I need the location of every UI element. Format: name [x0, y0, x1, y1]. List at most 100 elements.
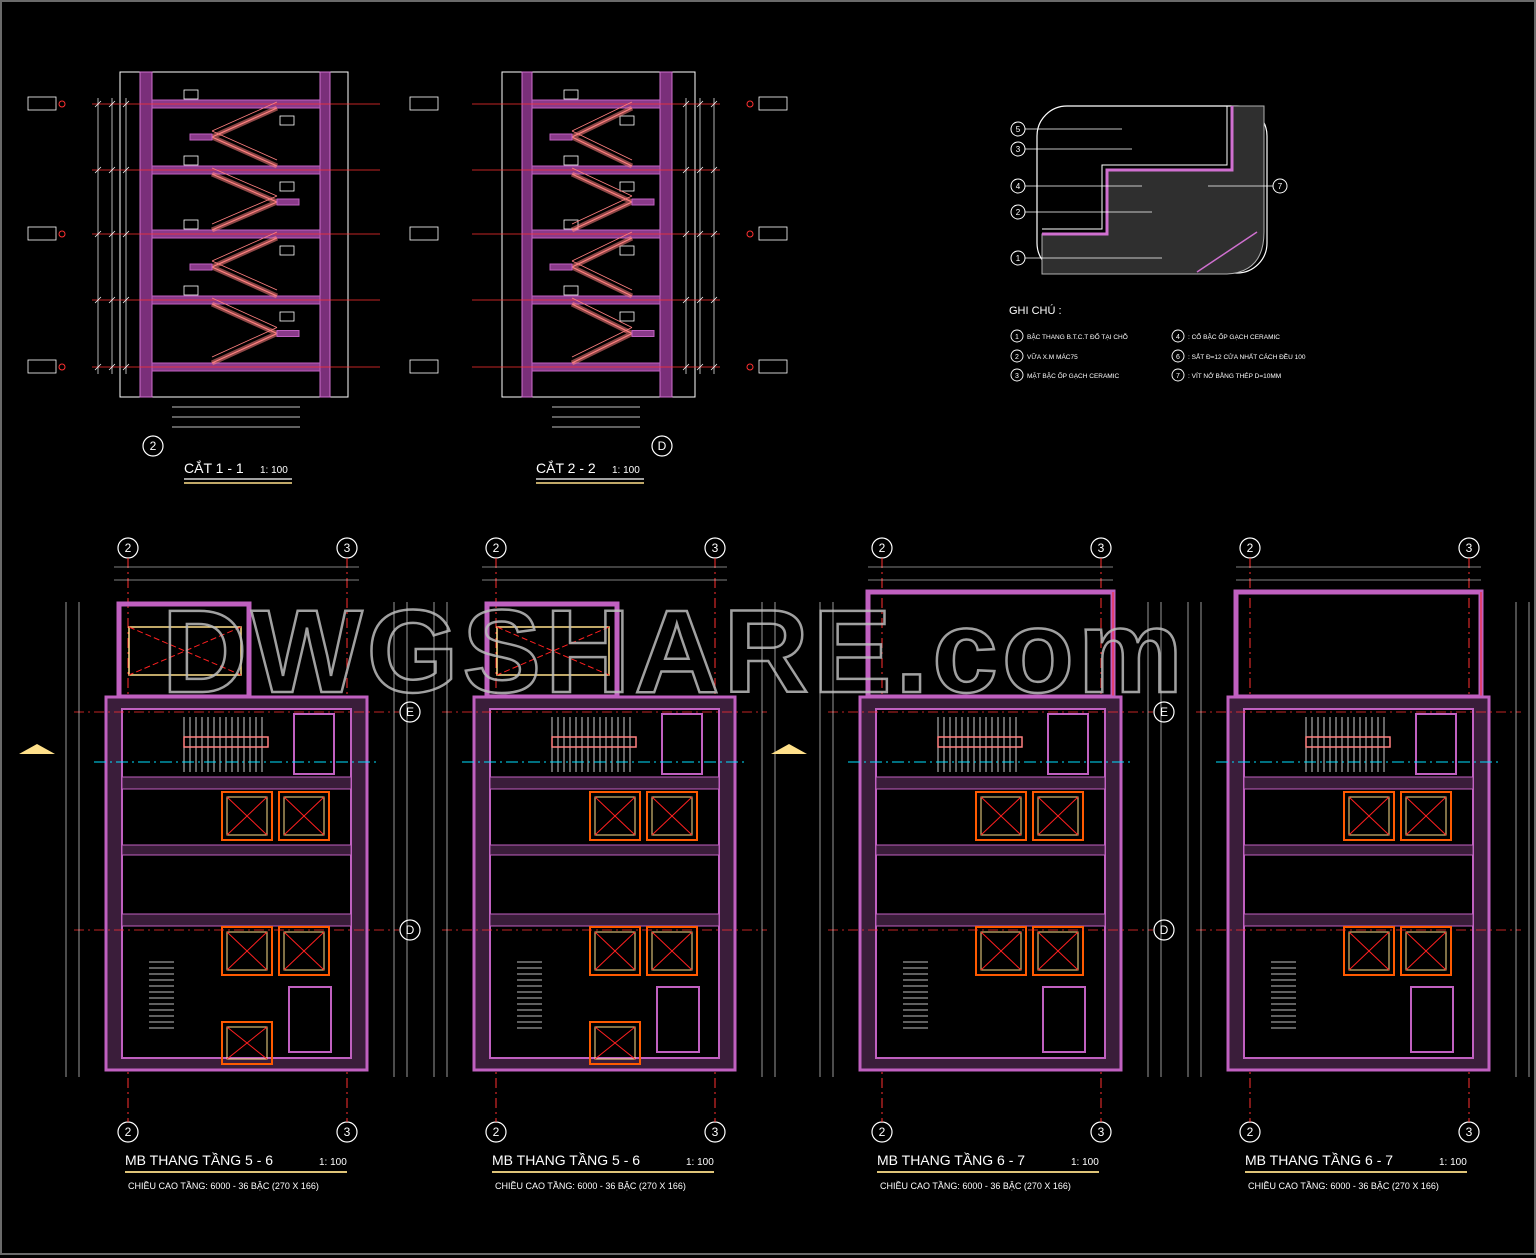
water-tank [496, 626, 610, 676]
stair-rail [551, 736, 637, 748]
handrail [571, 297, 633, 328]
dimension-tick [710, 166, 718, 174]
small-room [661, 713, 703, 775]
core-inner [489, 708, 720, 1059]
small-room [1410, 986, 1454, 1053]
level-tag [758, 226, 788, 241]
handrail [211, 195, 278, 225]
level-marker [563, 155, 579, 166]
level-tag [27, 226, 57, 241]
elevator-cross [1405, 931, 1447, 971]
elevator-shaft [278, 926, 330, 976]
dimension-tick [94, 363, 102, 371]
grid-label: 2 [879, 1125, 886, 1139]
handrail [571, 260, 633, 291]
elevator-cross [1037, 796, 1079, 836]
plan-1-subtitle: CHIỀU CAO TẦNG: 6000 - 36 BẬC (270 X 166… [128, 1181, 319, 1191]
note-bubble [1171, 329, 1185, 343]
elevator-car [1405, 931, 1447, 971]
level-marker [619, 311, 635, 322]
note-number: 3 [1015, 373, 1019, 380]
elevator-car [1037, 931, 1079, 971]
level-tag [27, 96, 57, 111]
dimension-tick [108, 363, 116, 371]
elevator-car [651, 796, 693, 836]
note-text: VỮA X.M MÁC75 [1027, 352, 1078, 361]
wall-band [489, 776, 720, 790]
grid-label: 3 [344, 541, 351, 555]
core-inner [875, 708, 1106, 1059]
note-text: MẶT BẬC ỐP GẠCH CERAMIC [1027, 370, 1120, 380]
note-text: : CỔ BẬC ỐP GẠCH CERAMIC [1188, 331, 1280, 341]
handrail [211, 297, 278, 328]
level-marker [619, 245, 635, 256]
section-marker [19, 744, 55, 754]
note-text: : VÍT NỞ BẰNG THÉP D=10MM [1188, 371, 1281, 380]
stair-landing [631, 330, 655, 337]
elevator-car [226, 1026, 268, 1060]
section-1-1-floor-slabs [92, 89, 380, 372]
elevator-car [226, 931, 268, 971]
elevator-cross [283, 931, 325, 971]
dimension-tick [710, 100, 718, 108]
level-marker [619, 181, 635, 192]
stair-landing [189, 133, 213, 141]
note-bubble [1171, 349, 1185, 363]
handrail [571, 327, 633, 358]
elevator-cross [594, 796, 636, 836]
elevator-shaft [278, 791, 330, 841]
plan-2-scale: 1: 100 [686, 1157, 714, 1168]
callout-number: 4 [1016, 182, 1021, 191]
dimension-tick [122, 100, 130, 108]
small-room [656, 986, 700, 1053]
grid-label: 3 [712, 541, 719, 555]
elevator-shaft [646, 791, 698, 841]
wall-band [1243, 913, 1474, 927]
wall-band [1243, 776, 1474, 790]
elevator-shaft [1343, 926, 1395, 976]
handrail [211, 327, 278, 358]
stair-rail [1305, 736, 1391, 748]
elevator-cross [651, 796, 693, 836]
callout-number: 7 [1278, 182, 1283, 191]
handrail [211, 167, 278, 197]
grid-label: 3 [712, 1125, 719, 1139]
plan-4-subtitle: CHIỀU CAO TẦNG: 6000 - 36 BẬC (270 X 166… [1248, 1181, 1439, 1191]
row-grid-label: D [406, 923, 415, 937]
stair-rail [183, 736, 269, 748]
dimension-tick [108, 230, 116, 238]
row-grid-label: E [406, 705, 414, 719]
dimension-tick [696, 166, 704, 174]
row-grid-bubble [1153, 701, 1175, 723]
elevator-car [1348, 931, 1390, 971]
level-marker [563, 285, 579, 296]
dimension-tick [682, 363, 690, 371]
elevator-car [283, 931, 325, 971]
dimension-tick [94, 166, 102, 174]
grid-label-2: 2 [150, 439, 157, 453]
small-room [1415, 713, 1457, 775]
plan-4-scale: 1: 100 [1439, 1157, 1467, 1168]
dimension-tick [710, 296, 718, 304]
plan-4-title: MB THANG TẦNG 6 - 7 [1245, 1152, 1393, 1168]
handrail [211, 231, 278, 262]
small-room [1042, 986, 1086, 1053]
level-marker [563, 89, 579, 100]
plan-1-title-block: MB THANG TẦNG 5 - 6 1: 100 CHIỀU CAO TẦN… [125, 1152, 347, 1191]
wall-band [1243, 844, 1474, 856]
wall-band [121, 844, 352, 856]
handrail [571, 101, 633, 132]
note-text: BẬC THANG B.T.C.T ĐỔ TẠI CHỖ [1027, 332, 1128, 341]
level-tag [758, 96, 788, 111]
elevator-cross [226, 931, 268, 971]
grid-label: 2 [125, 541, 132, 555]
level-tag [27, 359, 57, 374]
grid-label: 2 [125, 1125, 132, 1139]
water-tank [128, 626, 242, 676]
row-grid-bubble [1153, 919, 1175, 941]
small-room [1047, 713, 1089, 775]
level-tag [758, 359, 788, 374]
elevator-shaft [589, 926, 641, 976]
